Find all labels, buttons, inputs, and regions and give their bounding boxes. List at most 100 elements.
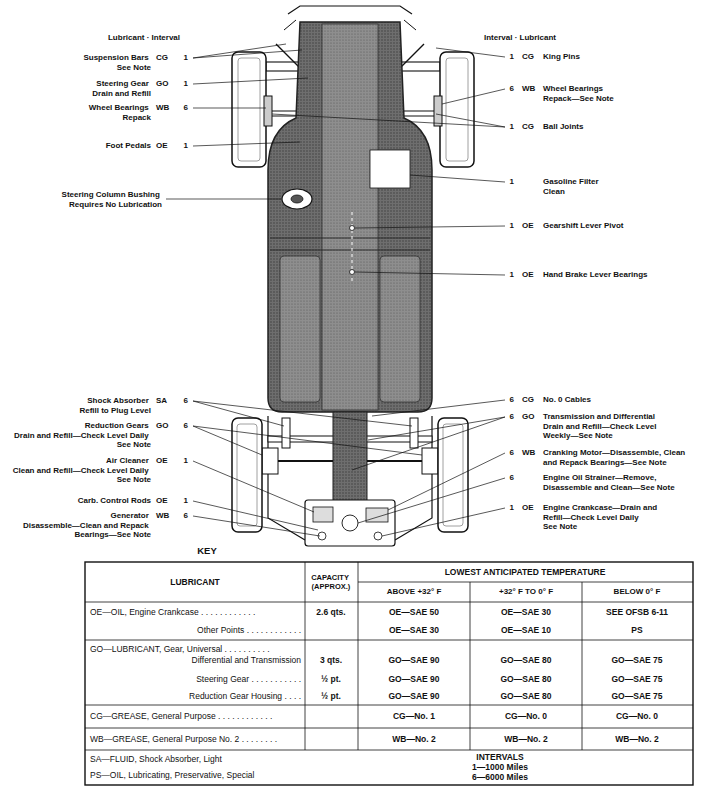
interval-number: 1 [184,141,188,151]
interval-number: 1 [510,122,514,132]
part-name: Wheel Bearings Repack [89,103,151,122]
table-cell: GO—SAE 75 [611,655,662,665]
reduction-gear-box [262,448,278,474]
interval-number: 1 [510,177,514,187]
text-line: Drain and Refill—Check Level Daily [14,431,151,441]
table-rule [358,562,359,750]
text-line: Weekly—See Note [543,431,659,441]
text-line: See Note [543,522,659,532]
text-line: Disassemble and Clean—See Note [543,483,675,493]
table-header: +32° F TO 0° F [499,587,553,597]
shock-absorber [282,418,290,448]
engine [305,500,395,546]
leader-line [193,401,412,426]
table-cell: WB—No. 2 [392,734,435,744]
text-line: Engine Oil Strainer—Remove, [543,473,675,483]
table-rule [85,640,693,641]
text-line: Shock Absorber [79,396,151,406]
table-cell: SEE OFSB 6-11 [606,607,668,617]
table-cell: OE—SAE 50 [389,607,439,617]
gearshift-pivot [350,226,355,231]
table-rule [85,705,693,706]
table-rule [85,602,693,603]
table-title: KEY [197,545,217,556]
oil-strainer [342,515,358,531]
tire-tread [446,58,468,161]
section-header: Lubricant · Interval [108,33,180,43]
table-header: LUBRICANT [170,577,220,587]
table-cell: PS—OIL, Lubricating, Preservative, Speci… [90,770,254,780]
lubricant-code: GO [522,412,534,422]
lubricant-code: WB [522,448,535,458]
seat-panel [380,256,420,402]
leader-line [355,226,505,228]
part-name: Air Cleaner Clean and Refill—Check Level… [13,456,151,485]
text-line: Disassemble—Clean and Repack [23,521,151,531]
text-line: Clean and Refill—Check Level Daily [13,466,151,476]
text-line: Bearings—See Note [23,530,151,540]
lubricant-code: CG [522,395,534,405]
leader-line [193,516,320,536]
table-cell: CG—GREASE, General Purpose . . . . . . .… [90,711,272,721]
part-name: Generator Disassemble—Clean and Repack B… [23,511,151,540]
part-name: Ball Joints [543,122,583,132]
leader-line [352,417,505,470]
text-line: Requires No Lubrication [62,200,162,210]
table-rule [85,728,693,729]
text-line: CAPACITY [311,573,351,582]
wheel-hub [264,96,272,126]
section-header: Interval · Lubricant [484,33,556,43]
leader-line [193,78,308,84]
interval-number: 6 [184,421,188,431]
wheel-hub [434,96,442,126]
table-cell: GO—SAE 90 [388,655,439,665]
center-tunnel [322,24,378,410]
lubricant-code: OE [522,221,534,231]
interval-number: 1 [510,52,514,62]
part-name: Wheel Bearings Repack—See Note [543,84,614,103]
table-cell: CG—No. 0 [505,711,547,721]
rear-wheel [232,418,262,532]
text-line: Repack—See Note [543,94,614,104]
interval-number: 6 [510,448,514,458]
table-cell: Differential and Transmission [192,655,301,665]
filter-plate [370,150,410,188]
lubricant-code: OE [156,141,168,151]
body-band [270,238,430,239]
interval-note: INTERVALS [476,752,523,762]
text-line: Drain and Refill—Check Level [543,422,659,432]
leader-line [382,508,505,536]
table-cell: GO—SAE 80 [500,691,551,701]
text-line: Engine Crankcase—Drain and [543,503,659,513]
lubricant-code: OE [522,503,534,513]
leader-line [272,114,505,127]
table-cell: GO—LUBRICANT, Gear, Universal . . . . . … [90,644,270,654]
interval-number: 1 [184,53,188,63]
table-cell: ½ pt. [321,691,341,701]
leader-line [355,272,505,275]
table-rule [85,750,693,751]
leader-line [193,44,302,58]
text-line: See Note [13,475,151,485]
leader-line [410,175,505,182]
text-line: Steering Gear [92,79,151,89]
leader-line [193,426,422,455]
table-cell: CG—No. 1 [393,711,435,721]
text-line: Cranking Motor—Disassemble, Clean [543,448,687,458]
interval-number: 6 [510,84,514,94]
air-cleaner [313,507,333,522]
table-cell: WB—No. 2 [504,734,547,744]
text-line: Clean [543,187,601,197]
part-name: Suspension Bars See Note [83,53,151,72]
part-name: Gearshift Lever Pivot [543,221,623,231]
tire-tread [238,58,260,161]
text-line: See Note [14,440,151,450]
table-cell: OE—OIL, Engine Crankcase . . . . . . . .… [90,607,255,617]
leader-lines [166,44,505,536]
table-cell: GO—SAE 90 [388,691,439,701]
interval-number: 1 [184,496,188,506]
interval-number: 1 [510,270,514,280]
seat-panel [280,256,320,402]
text-line: See Note [83,63,151,73]
interval-number: 6 [184,396,188,406]
